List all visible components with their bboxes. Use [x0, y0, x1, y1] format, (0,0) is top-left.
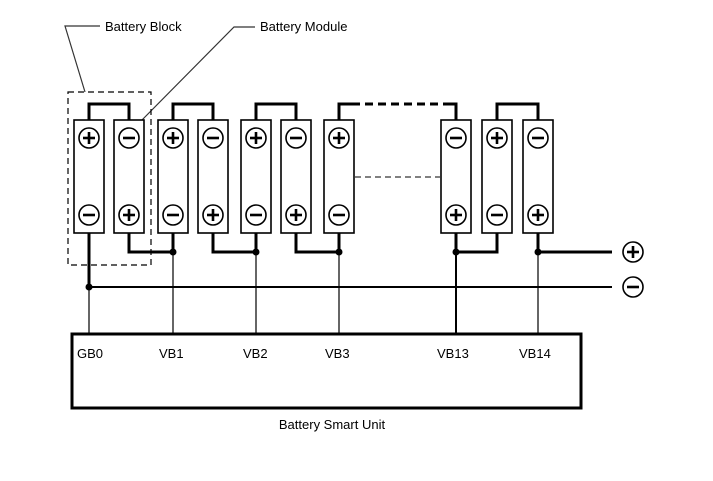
bottom-connectors: [127, 233, 612, 254]
tap-label-vb2: VB2: [243, 346, 268, 361]
bottom-terminal: [118, 204, 140, 226]
bottom-terminal: [527, 204, 549, 226]
top-terminal: [445, 127, 467, 149]
top-connector: [254, 102, 298, 120]
junction-dot: [85, 283, 93, 291]
top-terminal: [527, 127, 549, 149]
battery-module: [73, 119, 105, 234]
battery-block-label: Battery Block: [105, 19, 182, 34]
top-connector: [171, 102, 215, 120]
junction-dots: [85, 248, 542, 291]
bottom-terminal: [202, 204, 224, 226]
battery-module: [113, 119, 145, 234]
battery-block-outline: [67, 91, 152, 266]
bottom-connector: [294, 233, 341, 254]
junction-dot: [534, 248, 542, 256]
tap-label-vb1: VB1: [159, 346, 184, 361]
battery-module: [280, 119, 312, 234]
tap-label-vb14: VB14: [519, 346, 551, 361]
positive-output-line: [536, 233, 612, 254]
tap-label-vb13: VB13: [437, 346, 469, 361]
smart-unit-label: Battery Smart Unit: [279, 417, 386, 432]
battery-module: [197, 119, 229, 234]
top-terminal: [245, 127, 267, 149]
battery-module-leader-line: [139, 26, 255, 123]
bottom-connector: [127, 233, 175, 254]
top-connector: [87, 102, 131, 120]
junction-dot: [169, 248, 177, 256]
battery-module: [157, 119, 189, 234]
bottom-terminal: [78, 204, 100, 226]
negative-output-symbol: [622, 276, 644, 298]
battery-module: [481, 119, 513, 234]
bottom-terminal: [285, 204, 307, 226]
top-terminal: [202, 127, 224, 149]
junction-dot: [252, 248, 260, 256]
bottom-terminal: [162, 204, 184, 226]
battery-block-leader-line: [64, 25, 100, 93]
top-terminal: [118, 127, 140, 149]
top-terminal: [162, 127, 184, 149]
bottom-terminal: [486, 204, 508, 226]
battery-module: [240, 119, 272, 234]
smart-unit-box: [70, 332, 583, 410]
battery-module: [522, 119, 554, 234]
negative-output-terminal: [622, 276, 644, 298]
battery-cells: [73, 119, 554, 234]
bottom-terminal: [245, 204, 267, 226]
positive-output-symbol: [622, 241, 644, 263]
top-terminal: [328, 127, 350, 149]
bottom-connector: [454, 233, 499, 254]
battery-module: [323, 119, 355, 234]
top-connector: [337, 102, 352, 120]
positive-output-terminal: [622, 241, 644, 263]
battery-smart-unit: GB0 VB1 VB2 VB3 VB13 VB14 Battery Smart …: [70, 332, 583, 432]
battery-module-label: Battery Module: [260, 19, 347, 34]
bottom-terminal: [328, 204, 350, 226]
top-connector: [445, 102, 458, 120]
sense-taps: [88, 252, 539, 334]
junction-dot: [452, 248, 460, 256]
top-connectors: [87, 102, 540, 120]
top-terminal: [78, 127, 100, 149]
battery-block-callout: Battery Block: [64, 19, 182, 93]
bottom-connector: [211, 233, 258, 254]
bottom-terminal: [445, 204, 467, 226]
tap-label-gb0: GB0: [77, 346, 103, 361]
tap-label-vb3: VB3: [325, 346, 350, 361]
junction-dot: [335, 248, 343, 256]
top-terminal: [285, 127, 307, 149]
top-connector: [495, 102, 540, 120]
battery-module: [440, 119, 472, 234]
battery-module-callout: Battery Module: [139, 19, 347, 123]
top-terminal: [486, 127, 508, 149]
